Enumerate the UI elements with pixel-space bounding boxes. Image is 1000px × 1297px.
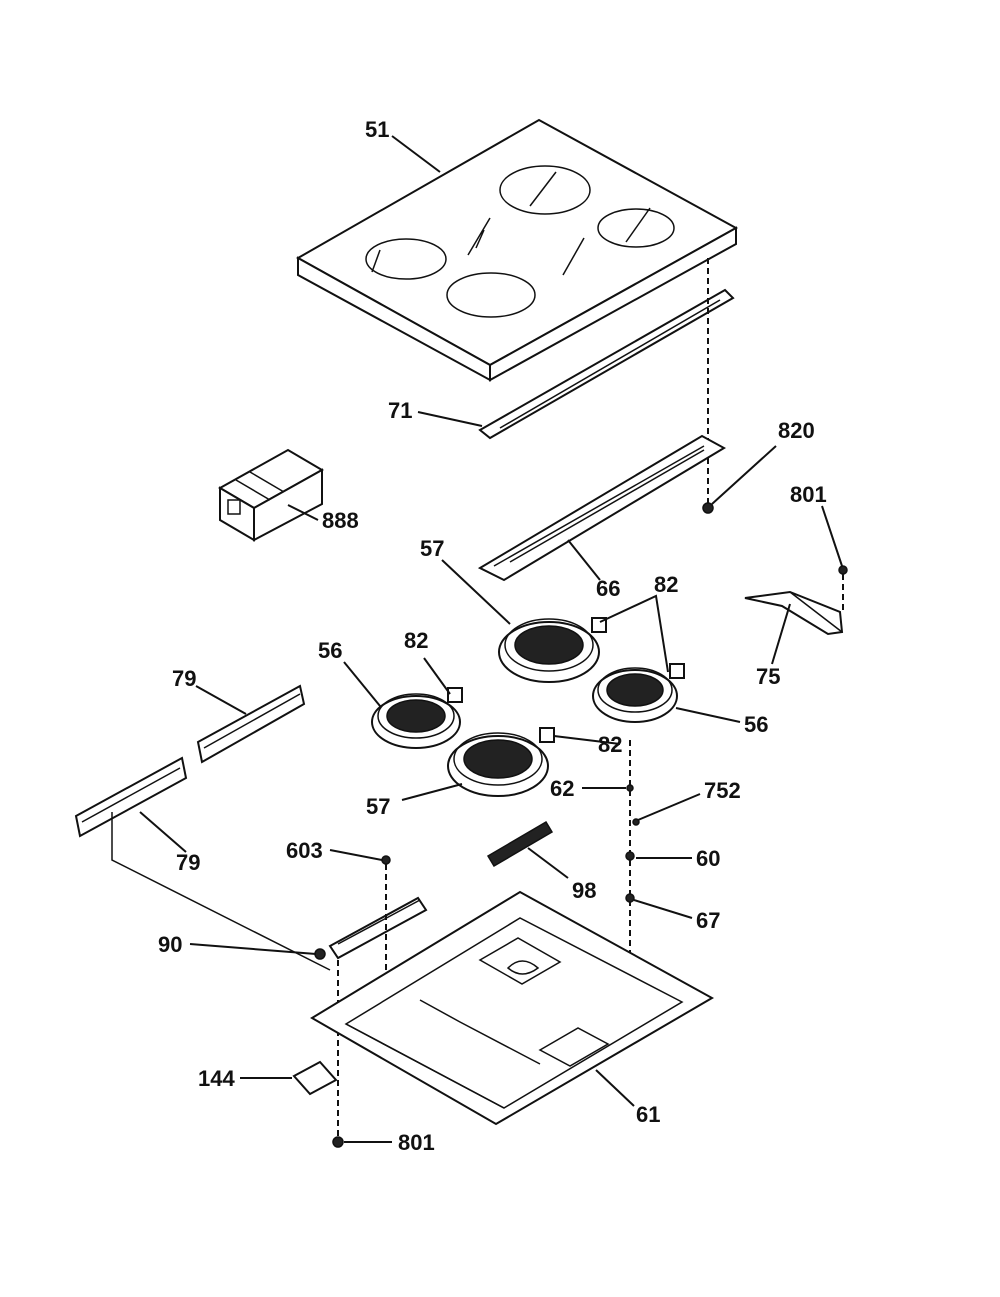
label-98: 98 <box>572 878 596 903</box>
screw-part-801-bottom <box>332 1136 344 1148</box>
side-strip-part-79-upper <box>196 684 306 764</box>
burner-part-56-left <box>371 687 463 749</box>
part-62 <box>626 784 634 792</box>
burner-part-56-right <box>592 663 685 723</box>
bracket-part-98 <box>486 820 554 868</box>
label-51: 51 <box>365 117 389 142</box>
label-62: 62 <box>550 776 574 801</box>
label-801-bottom: 801 <box>398 1130 435 1155</box>
burner-part-57-lower <box>447 727 555 797</box>
label-888: 888 <box>322 508 359 533</box>
label-90: 90 <box>158 932 182 957</box>
label-144: 144 <box>198 1066 235 1091</box>
clip-part-75 <box>744 590 844 636</box>
leader-lines <box>139 135 843 1143</box>
part-67 <box>625 893 635 903</box>
burner-part-57-upper <box>498 617 607 683</box>
label-603: 603 <box>286 838 323 863</box>
side-strip-part-79-lower <box>74 756 188 838</box>
bracket-part-90 <box>314 896 428 960</box>
label-820: 820 <box>778 418 815 443</box>
label-66: 66 <box>596 576 620 601</box>
label-60: 60 <box>696 846 720 871</box>
label-75: 75 <box>756 664 780 689</box>
screw-part-603 <box>381 855 391 865</box>
clip-part-144 <box>292 1060 338 1096</box>
screw-part-801-top <box>838 565 848 575</box>
label-82-upper: 82 <box>654 572 678 597</box>
label-79-upper: 79 <box>172 666 196 691</box>
bottom-pan-part-61 <box>310 890 715 1126</box>
label-752: 752 <box>704 778 741 803</box>
label-79-lower: 79 <box>176 850 200 875</box>
label-57-lower: 57 <box>366 794 390 819</box>
bracket-part-66 <box>477 434 727 582</box>
label-56-right: 56 <box>744 712 768 737</box>
label-67: 67 <box>696 908 720 933</box>
part-752 <box>632 818 640 826</box>
label-82-lower: 82 <box>598 732 622 757</box>
part-60 <box>625 851 635 861</box>
label-801-top: 801 <box>790 482 827 507</box>
label-71: 71 <box>388 398 412 423</box>
label-61: 61 <box>636 1102 660 1127</box>
cooktop-glass-part-51 <box>295 118 739 382</box>
label-56-left: 56 <box>318 638 342 663</box>
trim-strip-part-71 <box>478 288 735 440</box>
label-82-left: 82 <box>404 628 428 653</box>
screw-part-820 <box>702 502 714 514</box>
box-part-888 <box>217 448 325 542</box>
label-57-upper: 57 <box>420 536 444 561</box>
